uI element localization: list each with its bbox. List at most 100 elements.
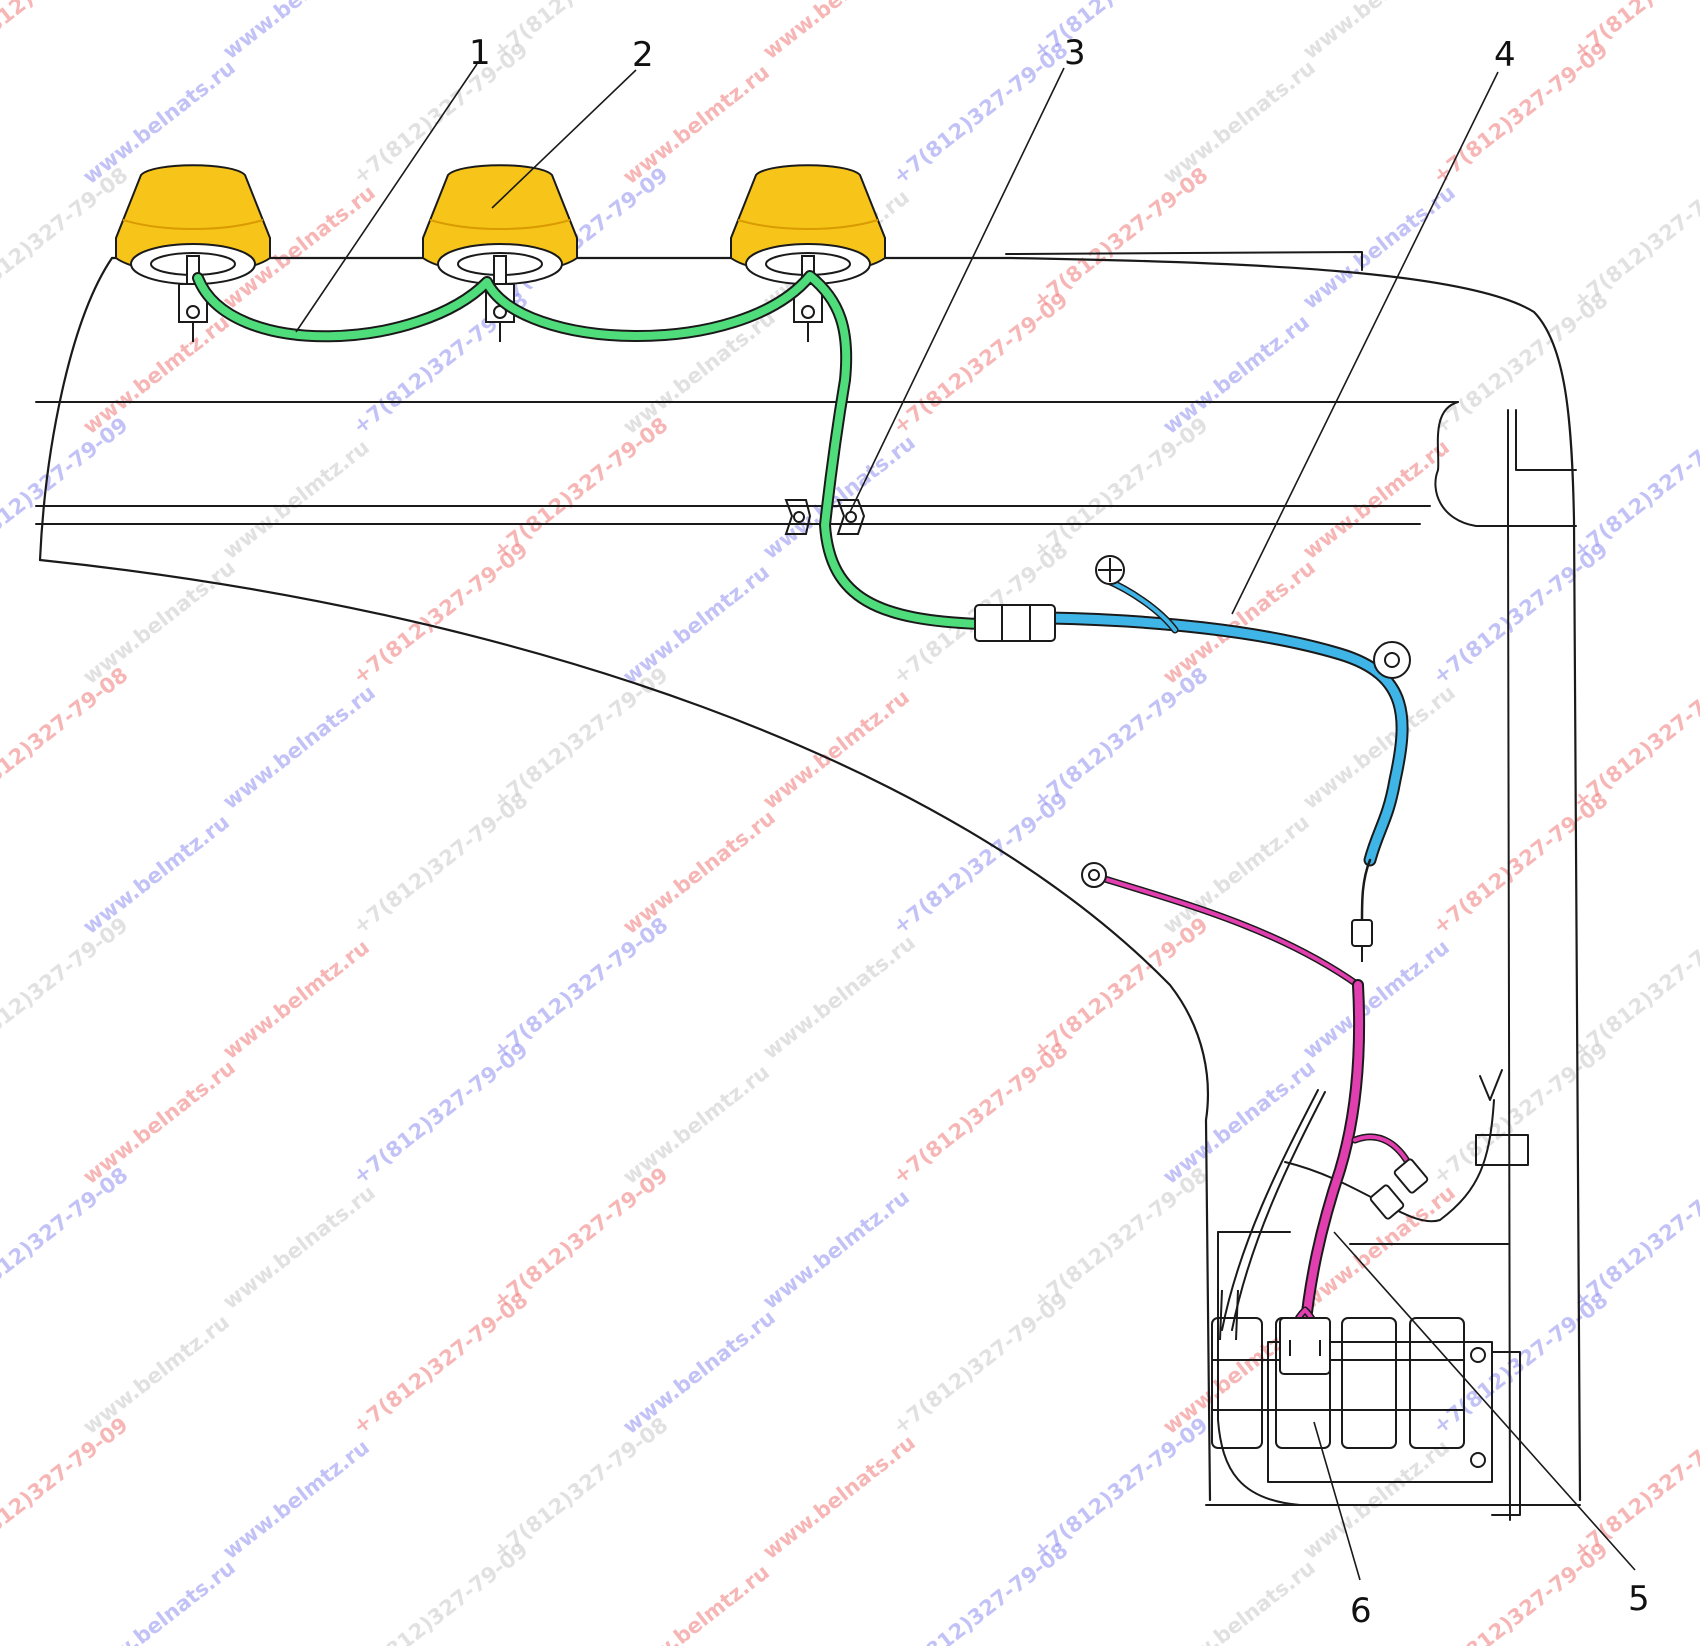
power-ring-terminal-hole: [1088, 869, 1100, 881]
watermark-text: www.belnats.ru: [758, 1430, 920, 1564]
watermark-text: +7(812)327-79-08: [888, 38, 1072, 189]
watermark-text: www.belnats.ru: [1158, 1055, 1320, 1189]
watermark-text: +7(812)327-79-09: [888, 1288, 1072, 1439]
mount-bracket: [1491, 1351, 1521, 1516]
watermark-text: www.belmtz.ru: [78, 1310, 234, 1439]
watermark-text: +7(812)327-79-09: [1428, 1538, 1612, 1646]
watermark-text: www.belnats.ru: [758, 0, 920, 64]
watermark-text: +7(812)327-79-09: [348, 1038, 532, 1189]
watermark-text: www.belmtz.ru: [618, 60, 774, 189]
watermark-text: www.belnats.ru: [218, 680, 380, 814]
watermark-text: +7(812)327-79-08: [1568, 1413, 1700, 1564]
watermark-text: +7(812)327-79-08: [888, 1538, 1072, 1646]
watermark-text: +7(812)327-79-08: [1568, 913, 1700, 1064]
watermark-text: www.belnats.ru: [1158, 1555, 1320, 1646]
watermark-text: +7(812)327-79-08: [1428, 788, 1612, 939]
grommet-hole-right: [845, 511, 857, 523]
pillar-inner-line: [1507, 519, 1511, 1521]
callout-label-4: 4: [1494, 35, 1516, 75]
watermark-text: www.belmtz.ru: [218, 435, 374, 564]
lamp-mount-nut: [801, 305, 815, 319]
lamp-harness: [194, 272, 984, 628]
relay-1-pins: [1219, 1289, 1239, 1341]
relay-4: [1409, 1317, 1465, 1449]
watermark-text: www.belmtz.ru: [78, 310, 234, 439]
beacon-lamps: [115, 164, 886, 342]
leader-line-4: [1231, 71, 1499, 615]
power-harness-trunk: [1301, 981, 1364, 1334]
door-opening-arc: [38, 558, 1212, 1502]
branch-connector-2: [1369, 1184, 1405, 1220]
dash-panel-left: [1217, 1231, 1301, 1506]
watermark-text: +7(812)327-79-08: [348, 788, 532, 939]
watermark-text: www.belmtz.ru: [618, 1060, 774, 1189]
bracket-bolts: [1470, 1347, 1486, 1468]
watermark-text: +7(812)327-79-09: [0, 0, 132, 64]
leader-line-6: [1313, 1421, 1361, 1581]
harness-connector: [974, 604, 1056, 642]
roof-outer-contour: [110, 256, 1582, 1502]
beacon-lamp-2: [422, 164, 578, 342]
leader-line-2: [491, 69, 637, 209]
lamp-harness-outline: [192, 270, 986, 630]
callout-label-3: 3: [1064, 33, 1086, 73]
dash-shelf: [1217, 1231, 1509, 1245]
watermark-text: +7(812)327-79-08: [0, 663, 132, 814]
lamp-mount-nut: [186, 305, 200, 319]
watermark-text: www.belmtz.ru: [1298, 0, 1454, 64]
watermark-text: +7(812)327-79-09: [1428, 38, 1612, 189]
watermark-text: www.belnats.ru: [618, 1305, 780, 1439]
watermark-text: +7(812)327-79-09: [1568, 1163, 1700, 1314]
relay-connector-pins: [1289, 1340, 1321, 1356]
watermark-text: www.belmtz.ru: [618, 1560, 774, 1646]
harness-connector-divider: [1001, 605, 1031, 641]
watermark-text: +7(812)327-79-09: [1568, 663, 1700, 814]
watermark-text: www.belnats.ru: [1158, 55, 1320, 189]
relay-block: [1211, 1317, 1465, 1449]
power-harness-wire: [1093, 874, 1360, 987]
watermark-text: www.belmtz.ru: [1158, 310, 1314, 439]
cab-structure: [35, 251, 1582, 1521]
existing-wire-2: [1221, 1089, 1319, 1331]
beacon-lamp-3: [730, 164, 886, 342]
relay-connector: [1279, 1317, 1331, 1375]
watermark-text: +7(812)327-79-09: [0, 413, 132, 564]
callout-label-1: 1: [469, 33, 491, 73]
existing-wire-3: [1284, 1099, 1495, 1223]
watermark-text: www.belnats.ru: [218, 1180, 380, 1314]
grommet-hole-left: [793, 511, 805, 523]
watermark-text: +7(812)327-79-08: [1568, 413, 1700, 564]
existing-wire-1: [1231, 1091, 1326, 1331]
relay-3: [1341, 1317, 1397, 1449]
watermark-text: www.belnats.ru: [78, 1555, 240, 1646]
grommet-left: [784, 499, 812, 535]
corner-trim: [1434, 401, 1577, 527]
branch-connector-1: [1393, 1158, 1429, 1194]
watermark-text: +7(812)327-79-09: [1568, 163, 1700, 314]
watermark-text: www.belmtz.ru: [758, 1185, 914, 1314]
roof-outer-edge: [38, 256, 114, 562]
lamp-band: [122, 219, 264, 230]
wiring-harnesses: [192, 270, 1416, 1349]
grommet-right: [836, 499, 866, 535]
watermark-text: +7(812)327-79-09: [1428, 1038, 1612, 1189]
watermark-text: +7(812)327-79-08: [348, 1288, 532, 1439]
beacon-lamp-1: [115, 164, 271, 342]
leader-line-1: [295, 63, 478, 333]
watermark-text: www.belmtz.ru: [218, 0, 374, 64]
relay-plate: [1267, 1341, 1493, 1483]
watermark-text: +7(812)327-79-09: [0, 1413, 132, 1564]
leader-line-5: [1333, 1231, 1636, 1571]
leader-line-3: [849, 67, 1065, 513]
watermark-text: +7(812)327-79-09: [888, 288, 1072, 439]
watermark-text: www.belmtz.ru: [218, 1435, 374, 1564]
callouts: 1 2 3 4 5 6: [295, 33, 1650, 1631]
watermark-text: www.belnats.ru: [1298, 680, 1460, 814]
watermark-text: +7(812)327-79-08: [888, 1038, 1072, 1189]
watermark-text: +7(812)327-79-09: [888, 788, 1072, 939]
watermark-text: +7(812)327-79-09: [348, 1538, 532, 1646]
lamp-band: [429, 219, 571, 230]
watermark-text: www.belmtz.ru: [1298, 1435, 1454, 1564]
visor-strip: [1005, 251, 1363, 271]
